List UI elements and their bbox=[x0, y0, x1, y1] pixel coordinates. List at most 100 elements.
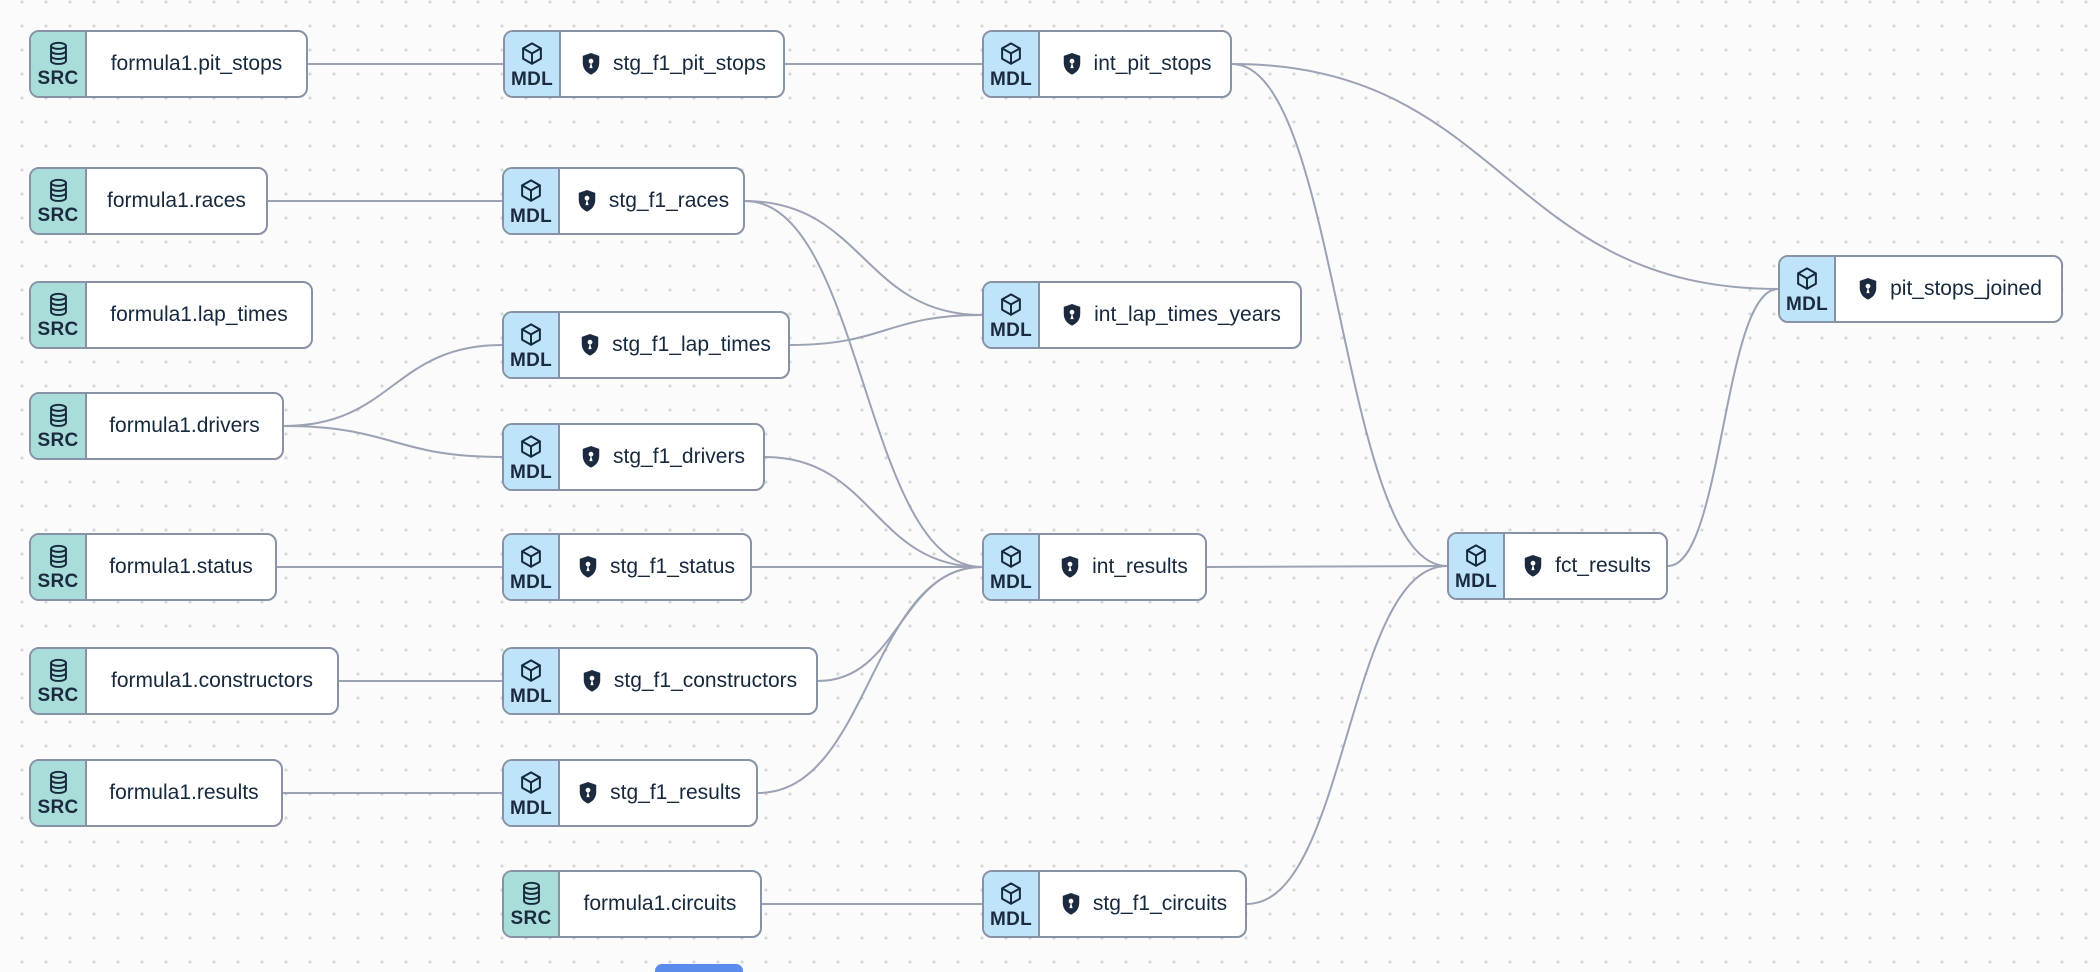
node-label-wrap: formula1.results bbox=[87, 761, 281, 825]
node-formula1.constructors[interactable]: SRC formula1.constructors bbox=[29, 647, 339, 715]
node-formula1.status[interactable]: SRC formula1.status bbox=[29, 533, 277, 601]
node-label-wrap: formula1.races bbox=[87, 169, 266, 233]
badge-label: MDL bbox=[989, 68, 1033, 90]
edge-stg_races-to-int_lap_times_years bbox=[744, 200, 983, 316]
edge-src_drivers-to-stg_lap_times bbox=[283, 344, 503, 427]
model-badge: MDL bbox=[1780, 257, 1836, 321]
node-label: stg_f1_status bbox=[610, 555, 735, 578]
shield-icon bbox=[578, 189, 596, 212]
node-int_pit_stops[interactable]: MDL int_pit_stops bbox=[982, 30, 1232, 98]
shield-icon bbox=[581, 333, 599, 356]
database-icon bbox=[49, 178, 67, 202]
cube-icon bbox=[1001, 544, 1021, 568]
node-label: formula1.status bbox=[109, 555, 253, 578]
node-label-wrap: int_results bbox=[1040, 535, 1205, 599]
model-badge: MDL bbox=[504, 535, 560, 599]
node-stg_f1_drivers[interactable]: MDL stg_f1_drivers bbox=[502, 423, 765, 491]
node-stg_f1_pit_stops[interactable]: MDL stg_f1_pit_stops bbox=[503, 30, 785, 98]
model-badge: MDL bbox=[504, 425, 560, 489]
node-label-wrap: stg_f1_drivers bbox=[560, 425, 763, 489]
node-label: int_pit_stops bbox=[1093, 52, 1212, 75]
node-stg_f1_races[interactable]: MDL stg_f1_races bbox=[502, 167, 745, 235]
node-fct_results[interactable]: MDL fct_results bbox=[1447, 532, 1668, 600]
node-label: formula1.lap_times bbox=[110, 303, 288, 326]
database-icon bbox=[522, 881, 540, 905]
node-formula1.results[interactable]: SRC formula1.results bbox=[29, 759, 283, 827]
edge-fct_results-to-pit_stops_joined bbox=[1667, 288, 1779, 567]
node-label: stg_f1_races bbox=[608, 189, 730, 212]
node-stg_f1_lap_times[interactable]: MDL stg_f1_lap_times bbox=[502, 311, 790, 379]
node-label-wrap: stg_f1_lap_times bbox=[560, 313, 788, 377]
node-label: formula1.pit_stops bbox=[110, 52, 283, 75]
node-label: int_results bbox=[1092, 555, 1188, 578]
source-badge: SRC bbox=[31, 649, 87, 713]
database-icon bbox=[49, 292, 67, 316]
node-pit_stops_joined[interactable]: MDL pit_stops_joined bbox=[1778, 255, 2063, 323]
badge-label: SRC bbox=[37, 68, 79, 89]
badge-label: MDL bbox=[509, 685, 553, 707]
model-badge: MDL bbox=[504, 761, 560, 825]
node-label-wrap: stg_f1_pit_stops bbox=[561, 32, 783, 96]
node-label-wrap: formula1.lap_times bbox=[87, 283, 311, 347]
model-badge: MDL bbox=[984, 283, 1040, 347]
node-label: stg_f1_pit_stops bbox=[613, 52, 766, 75]
node-int_results[interactable]: MDL int_results bbox=[982, 533, 1207, 601]
node-stg_f1_results[interactable]: MDL stg_f1_results bbox=[502, 759, 758, 827]
node-stg_f1_circuits[interactable]: MDL stg_f1_circuits bbox=[982, 870, 1247, 938]
edge-stg_circuits-to-fct_results bbox=[1246, 565, 1448, 905]
node-label: stg_f1_drivers bbox=[613, 445, 745, 468]
node-label: formula1.races bbox=[107, 189, 246, 212]
node-label-wrap: formula1.constructors bbox=[87, 649, 337, 713]
database-icon bbox=[49, 544, 67, 568]
node-stg_f1_constructors[interactable]: MDL stg_f1_constructors bbox=[502, 647, 818, 715]
node-label-wrap: int_lap_times_years bbox=[1040, 283, 1300, 347]
cube-icon bbox=[522, 41, 542, 65]
cube-icon bbox=[1797, 266, 1817, 290]
badge-label: MDL bbox=[1454, 570, 1498, 592]
node-label-wrap: fct_results bbox=[1505, 534, 1666, 598]
badge-label: MDL bbox=[510, 68, 554, 90]
cube-icon bbox=[521, 770, 541, 794]
partially-visible-node[interactable] bbox=[655, 964, 743, 972]
cube-icon bbox=[1001, 41, 1021, 65]
edge-src_drivers-to-stg_drivers bbox=[283, 425, 503, 458]
badge-label: SRC bbox=[37, 797, 79, 818]
badge-label: MDL bbox=[509, 205, 553, 227]
edge-stg_races-to-int_results bbox=[744, 200, 983, 568]
node-label: formula1.constructors bbox=[111, 669, 313, 692]
node-label: stg_f1_results bbox=[610, 781, 741, 804]
source-badge: SRC bbox=[31, 32, 87, 96]
cube-icon bbox=[521, 322, 541, 346]
shield-icon bbox=[582, 445, 600, 468]
node-label-wrap: stg_f1_circuits bbox=[1040, 872, 1245, 936]
edge-stg_results-to-int_results bbox=[757, 566, 983, 794]
model-badge: MDL bbox=[984, 32, 1040, 96]
node-label: stg_f1_lap_times bbox=[612, 333, 771, 356]
model-badge: MDL bbox=[504, 169, 560, 233]
badge-label: MDL bbox=[1785, 293, 1829, 315]
cube-icon bbox=[1001, 292, 1021, 316]
cube-icon bbox=[521, 658, 541, 682]
node-label: fct_results bbox=[1555, 554, 1651, 577]
database-icon bbox=[49, 41, 67, 65]
cube-icon bbox=[521, 434, 541, 458]
edge-int_pit_stops-to-fct_results bbox=[1231, 63, 1448, 567]
node-label: stg_f1_circuits bbox=[1092, 892, 1228, 915]
node-formula1.pit_stops[interactable]: SRC formula1.pit_stops bbox=[29, 30, 308, 98]
shield-icon bbox=[1859, 277, 1877, 300]
source-badge: SRC bbox=[31, 535, 87, 599]
node-int_lap_times_years[interactable]: MDL int_lap_times_years bbox=[982, 281, 1302, 349]
edge-int_results-to-fct_results bbox=[1206, 565, 1448, 568]
badge-label: MDL bbox=[989, 571, 1033, 593]
edge-stg_lap_times-to-int_lap_times_years bbox=[789, 314, 983, 346]
badge-label: MDL bbox=[509, 461, 553, 483]
node-label-wrap: stg_f1_results bbox=[560, 761, 756, 825]
node-stg_f1_status[interactable]: MDL stg_f1_status bbox=[502, 533, 752, 601]
badge-label: MDL bbox=[509, 797, 553, 819]
